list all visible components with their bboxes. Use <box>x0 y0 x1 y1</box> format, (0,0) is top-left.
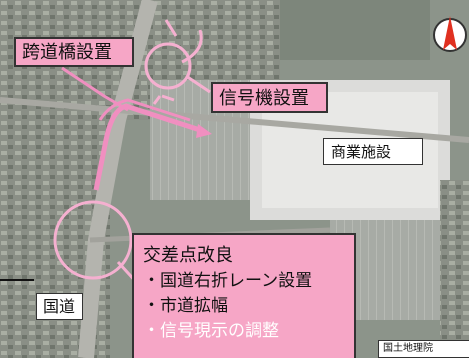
intersection-improvement-box: 交差点改良 ・国道右折レーン設置 ・市道拡幅 ・信号現示の調整 <box>132 233 356 358</box>
buildings-east <box>440 180 469 350</box>
pedestrian-bridge-label: 跨道橋設置 <box>14 37 134 67</box>
commercial-facility-label: 商業施設 <box>323 138 423 165</box>
signal-location-circle <box>144 42 192 90</box>
improvement-item-signal-timing: ・信号現示の調整 <box>143 321 279 341</box>
improvement-title: 交差点改良 <box>143 245 233 266</box>
pedestrian-bridge-route-2 <box>98 98 191 122</box>
signal-curves <box>164 19 203 64</box>
signal-install-label: 信号機設置 <box>211 82 328 113</box>
route-arrowhead <box>196 124 212 138</box>
signal-arrows <box>152 94 175 105</box>
intersection-circle <box>53 200 133 280</box>
leader-line-signal <box>185 74 211 94</box>
national-route-road <box>78 0 158 358</box>
city-road <box>0 97 469 143</box>
leader-line-bridge <box>61 66 129 112</box>
residential-area-north <box>160 0 280 80</box>
vegetation-north <box>280 0 430 60</box>
map-credit: 国土地理院 <box>378 340 469 358</box>
national-route-label: 国道 <box>36 293 83 320</box>
north-arrow-icon <box>433 10 467 60</box>
improvement-item-right-turn-lane: ・国道右折レーン設置 <box>143 271 313 291</box>
pedestrian-bridge-route <box>93 103 201 191</box>
improvement-item-road-widening: ・市道拡幅 <box>143 296 228 316</box>
